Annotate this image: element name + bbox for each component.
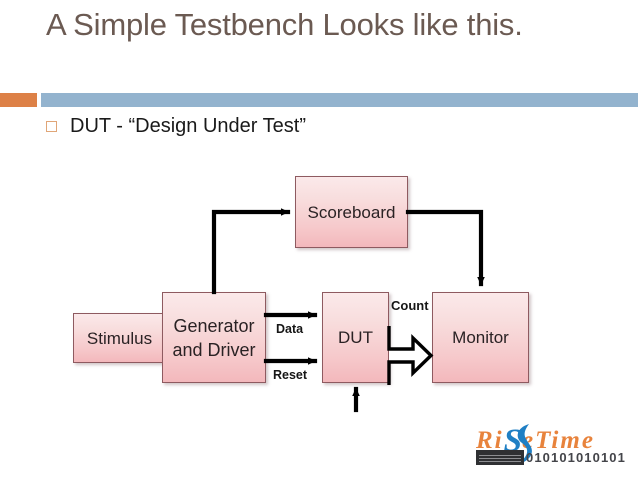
blue-swoosh-icon — [517, 424, 532, 464]
diagram-node-stimulus: Stimulus — [73, 313, 166, 363]
logo-wordmark: RiSeTime — [476, 420, 595, 459]
edge-label-reset: Reset — [273, 368, 308, 382]
logo-binary-text: 010101010101 — [526, 450, 626, 465]
risetime-logo: RiSeTime 010101010101 — [470, 420, 630, 472]
bullet-item-label: DUT - “Design Under Test” — [70, 115, 306, 137]
logo-striped-bar-icon — [476, 450, 524, 465]
logo-text-etime: eTime — [521, 427, 595, 454]
node-label: Generator and Driver — [172, 315, 256, 360]
diagram-node-generator-and-driver: Generator and Driver — [162, 292, 266, 383]
node-label: Scoreboard — [307, 202, 396, 222]
logo-bar-stripes — [479, 453, 521, 462]
edge-label-data: Data — [276, 322, 304, 336]
diagram-node-monitor: Monitor — [432, 292, 529, 383]
diagram-wires — [211, 208, 485, 413]
bullet-list-item: DUT - “Design Under Test” — [46, 115, 306, 137]
hollow-square-bullet-icon — [46, 120, 57, 132]
node-label: DUT — [338, 328, 373, 347]
diagram-node-scoreboard: Scoreboard — [295, 176, 408, 248]
page-title: A Simple Testbench Looks like this. — [46, 7, 523, 42]
node-label: Stimulus — [86, 328, 153, 348]
title-rule-bar — [41, 93, 638, 107]
edge-label-count: Count — [391, 298, 429, 313]
node-label: Monitor — [452, 328, 509, 347]
title-rule-accent — [0, 93, 37, 107]
diagram-node-dut: DUT — [322, 292, 389, 383]
logo-text-ri: Ri — [476, 427, 504, 454]
testbench-block-diagram: Stimulus Generator and Driver DUT Monito… — [0, 150, 638, 413]
